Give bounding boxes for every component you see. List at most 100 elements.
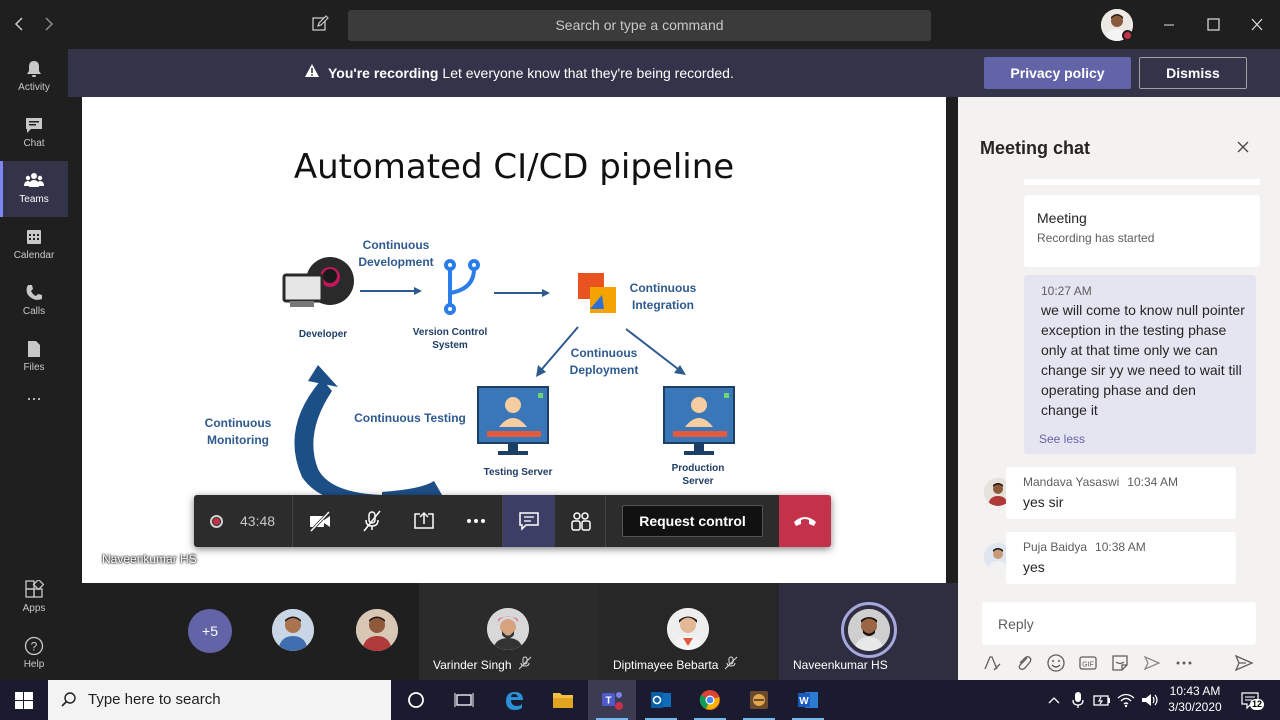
show-conversation-button[interactable] — [503, 495, 555, 547]
rail-item-apps[interactable]: Apps — [0, 570, 68, 626]
more-options-icon[interactable] — [1174, 653, 1194, 673]
divider — [605, 495, 606, 547]
svg-text:W: W — [799, 696, 809, 707]
participant-avatar[interactable] — [272, 609, 314, 651]
message-time: 10:34 AM — [1127, 475, 1178, 489]
taskbar-clock[interactable]: 10:43 AM 3/30/2020 — [1160, 683, 1230, 715]
cortana-icon[interactable] — [392, 680, 440, 720]
label-version-control: Version Control System — [412, 327, 488, 351]
task-view-icon[interactable] — [440, 680, 488, 720]
participant-name-text: Diptimayee Bebarta — [613, 658, 719, 672]
teams-taskbar-icon[interactable]: T — [588, 680, 636, 720]
participant-tile[interactable]: Diptimayee Bebarta — [599, 583, 779, 680]
help-icon: ? — [24, 636, 44, 656]
file-explorer-icon[interactable] — [539, 680, 587, 720]
teams-icon — [24, 171, 44, 191]
participant-tile-speaking[interactable]: Naveenkumar HS — [779, 583, 959, 680]
chrome-icon[interactable] — [686, 680, 734, 720]
app-icon[interactable] — [735, 680, 783, 720]
microphone-in-use-icon[interactable] — [1068, 690, 1088, 710]
dismiss-button[interactable]: Dismiss — [1139, 57, 1247, 89]
conversation-icon — [519, 512, 539, 531]
emoji-icon[interactable] — [1046, 653, 1066, 673]
share-screen-button[interactable] — [398, 495, 450, 547]
system-message-title: Meeting — [1037, 210, 1087, 226]
show-participants-button[interactable] — [555, 495, 607, 547]
gif-icon[interactable]: GIF — [1078, 653, 1098, 673]
participant-avatar[interactable] — [356, 609, 398, 651]
privacy-policy-button[interactable]: Privacy policy — [984, 57, 1131, 89]
format-icon[interactable] — [982, 653, 1002, 673]
taskbar-search-box[interactable]: Type here to search — [48, 680, 391, 720]
recording-message: Let everyone know that they're being rec… — [442, 65, 734, 81]
show-hidden-icons[interactable] — [1044, 690, 1064, 710]
call-control-bar: 43:48 Request control — [194, 495, 831, 547]
label-continuous-integration: Continuous Integration — [629, 281, 697, 312]
bell-icon — [24, 59, 44, 79]
maximize-icon[interactable] — [1201, 14, 1225, 36]
message-time: 10:38 AM — [1095, 540, 1146, 554]
reply-input[interactable] — [998, 602, 1238, 645]
notifications-icon[interactable]: 12 — [1240, 690, 1265, 710]
hang-up-button[interactable] — [779, 495, 831, 547]
rail-item-files[interactable]: Files — [0, 329, 68, 385]
command-search-box[interactable]: Search or type a command — [348, 10, 931, 41]
close-window-icon[interactable] — [1245, 14, 1269, 36]
start-button[interactable] — [0, 680, 48, 720]
file-icon — [24, 339, 44, 359]
close-chat-icon[interactable] — [1234, 138, 1252, 156]
svg-text:?: ? — [31, 640, 38, 654]
mic-off-button[interactable] — [346, 495, 398, 547]
message-text: yes sir — [1023, 494, 1064, 510]
back-arrow-icon[interactable] — [10, 14, 30, 34]
rail-item-chat[interactable]: Chat — [0, 105, 68, 161]
rail-item-teams[interactable]: Teams — [0, 161, 68, 217]
reply-box[interactable] — [982, 602, 1256, 645]
windows-logo-icon — [15, 692, 33, 709]
wifi-icon[interactable] — [1116, 690, 1136, 710]
label-continuous-development: Continuous Development — [358, 238, 434, 269]
battery-icon[interactable] — [1092, 690, 1112, 710]
word-icon[interactable]: W — [784, 680, 832, 720]
svg-text:GIF: GIF — [1082, 662, 1094, 669]
forward-arrow-icon[interactable] — [38, 14, 58, 34]
more-actions-button[interactable] — [450, 495, 502, 547]
rail-more-button[interactable]: ... — [0, 385, 68, 419]
sticker-icon[interactable] — [1110, 653, 1130, 673]
volume-icon[interactable] — [1140, 690, 1160, 710]
minimize-icon[interactable] — [1157, 14, 1181, 36]
more-dots-icon: ... — [26, 384, 42, 404]
rail-item-calls[interactable]: Calls — [0, 273, 68, 329]
edge-browser-icon[interactable] — [490, 680, 538, 720]
new-chat-compose-icon[interactable] — [310, 14, 330, 34]
meet-now-icon[interactable] — [1142, 653, 1162, 673]
attach-icon[interactable] — [1014, 653, 1034, 673]
participant-name: Varinder Singh — [433, 656, 532, 673]
meeting-chat-panel: Meeting chat Meeting Recording has start… — [958, 97, 1280, 680]
outlook-icon[interactable] — [637, 680, 685, 720]
rail-label: Calendar — [13, 250, 55, 261]
pipeline-diagram-art — [282, 257, 735, 506]
rail-item-help[interactable]: ? Help — [0, 626, 68, 680]
clock-time: 10:43 AM — [1169, 684, 1221, 698]
request-control-button[interactable]: Request control — [622, 505, 763, 537]
integration-icon — [578, 273, 616, 313]
own-message[interactable]: 10:27 AM we will come to know null point… — [1024, 275, 1256, 454]
rail-label: Calls — [22, 306, 46, 317]
slide-title: Automated CI/CD pipeline — [293, 147, 735, 187]
rail-item-calendar[interactable]: Calendar — [0, 217, 68, 273]
rail-item-activity[interactable]: Activity — [0, 49, 68, 105]
message-time: 10:27 AM — [1041, 284, 1092, 298]
warning-icon — [304, 49, 320, 97]
see-less-link[interactable]: See less — [1039, 432, 1086, 446]
participant-tile[interactable]: Varinder Singh — [419, 583, 599, 680]
camera-off-button[interactable] — [294, 495, 346, 547]
message-text: we will come to know null pointer except… — [1041, 302, 1245, 418]
mic-off-icon — [363, 510, 381, 532]
more-participants-button[interactable]: +5 — [188, 609, 232, 653]
send-icon[interactable] — [1234, 653, 1254, 673]
